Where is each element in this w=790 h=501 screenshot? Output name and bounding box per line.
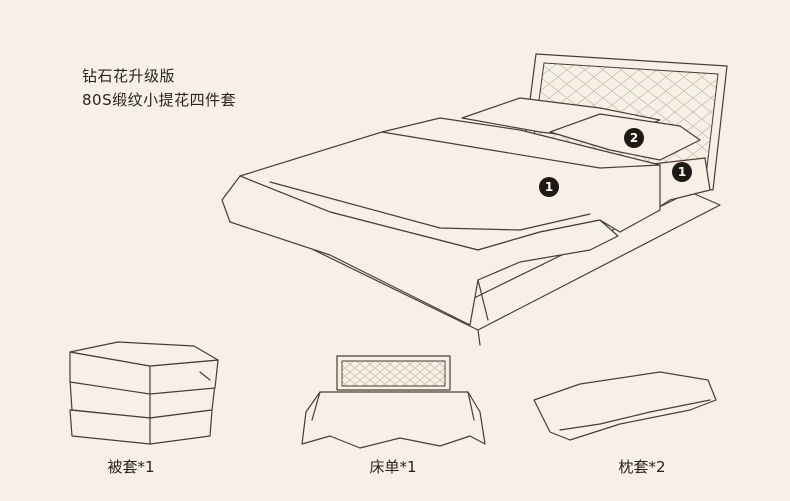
folded-duvet-illustration <box>69 341 219 445</box>
bed-illustration <box>221 53 728 346</box>
title-line-2: 80S缎纹小提花四件套 <box>82 91 237 109</box>
pillowcase-illustration <box>533 371 717 441</box>
sheet-illustration <box>301 355 486 449</box>
bed-sheet-caption: 床单*1 <box>369 458 417 476</box>
pillowcase-caption: 枕套*2 <box>618 458 666 476</box>
duvet-cover-caption: 被套*1 <box>107 458 155 476</box>
sheet-badge: 1 <box>672 162 692 182</box>
pillow-badge: 2 <box>624 128 644 148</box>
duvet-badge: 1 <box>539 177 559 197</box>
sheet-badge-number: 1 <box>678 165 686 179</box>
product-title: 钻石花升级版 80S缎纹小提花四件套 <box>82 64 236 112</box>
duvet-badge-number: 1 <box>545 180 553 194</box>
title-line-1: 钻石花升级版 <box>82 67 176 85</box>
pillow-badge-number: 2 <box>630 131 638 145</box>
